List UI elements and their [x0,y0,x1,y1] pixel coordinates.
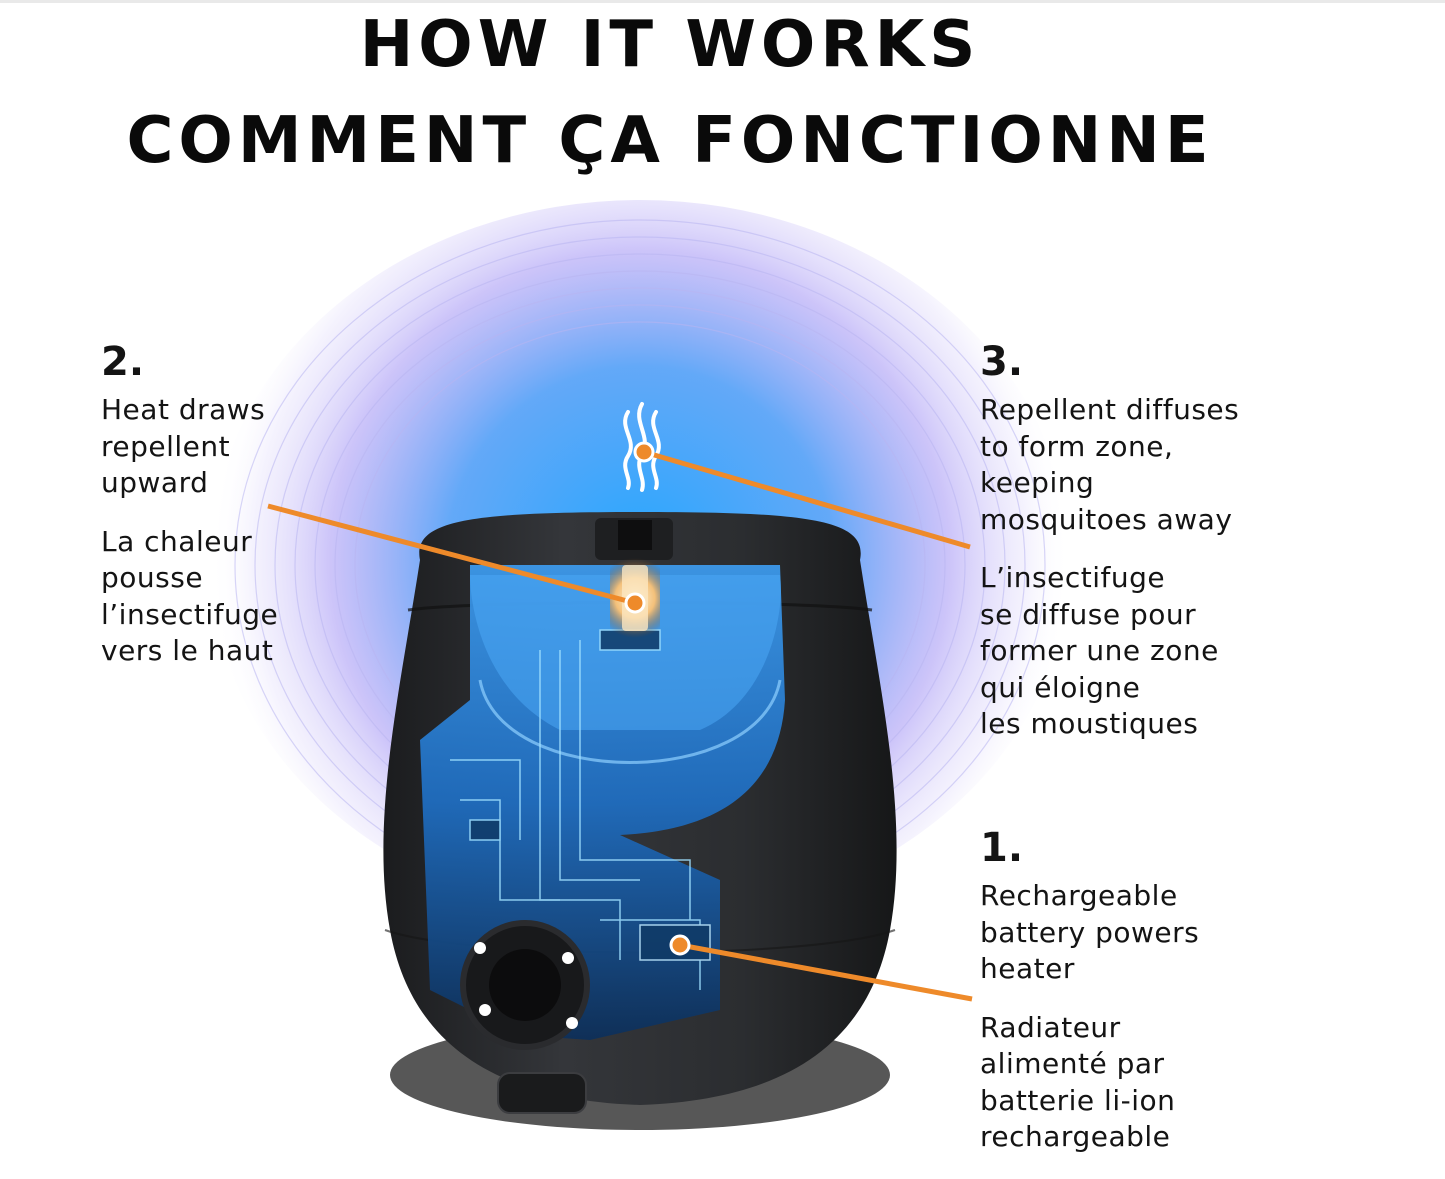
step-number: 3. [980,339,1024,385]
step-description-fr: Radiateur alimenté par batterie li-ion r… [980,1010,1176,1154]
callout-dot-step-1 [669,934,691,956]
title-french: COMMENT ÇA FONCTIONNE [126,104,1214,178]
step-2-callout: 2. Heat draws repellent upward La chaleu… [101,340,361,670]
callout-line-step-2 [267,503,636,606]
callout-line-step-3 [643,449,971,550]
callout-dot-step-2 [624,592,646,614]
step-description-en: Heat draws repellent upward [101,393,266,499]
callout-dot-step-3 [633,441,655,463]
step-1-callout: 1. Rechargeable battery powers heater Ra… [980,826,1420,1156]
callout-leaders [267,441,973,1002]
step-description-en: Rechargeable battery powers heater [980,879,1200,985]
step-description-fr: La chaleur pousse l’insectifuge vers le … [101,524,279,668]
repellent-reservoir [470,575,781,730]
step-number: 2. [101,339,145,385]
step-description-en: Repellent diffuses to form zone, keeping… [980,393,1240,536]
step-3-callout: 3. Repellent diffuses to form zone, keep… [980,340,1420,743]
step-description-fr: L’insectifuge se diffuse pour former une… [980,561,1219,740]
title-english: HOW IT WORKS [359,8,981,82]
top-divider [0,0,1445,3]
step-number: 1. [980,825,1024,871]
power-button [460,920,590,1050]
repellent-bowl [478,679,782,764]
callout-line-step-1 [679,942,973,1002]
charging-port [497,1072,587,1114]
